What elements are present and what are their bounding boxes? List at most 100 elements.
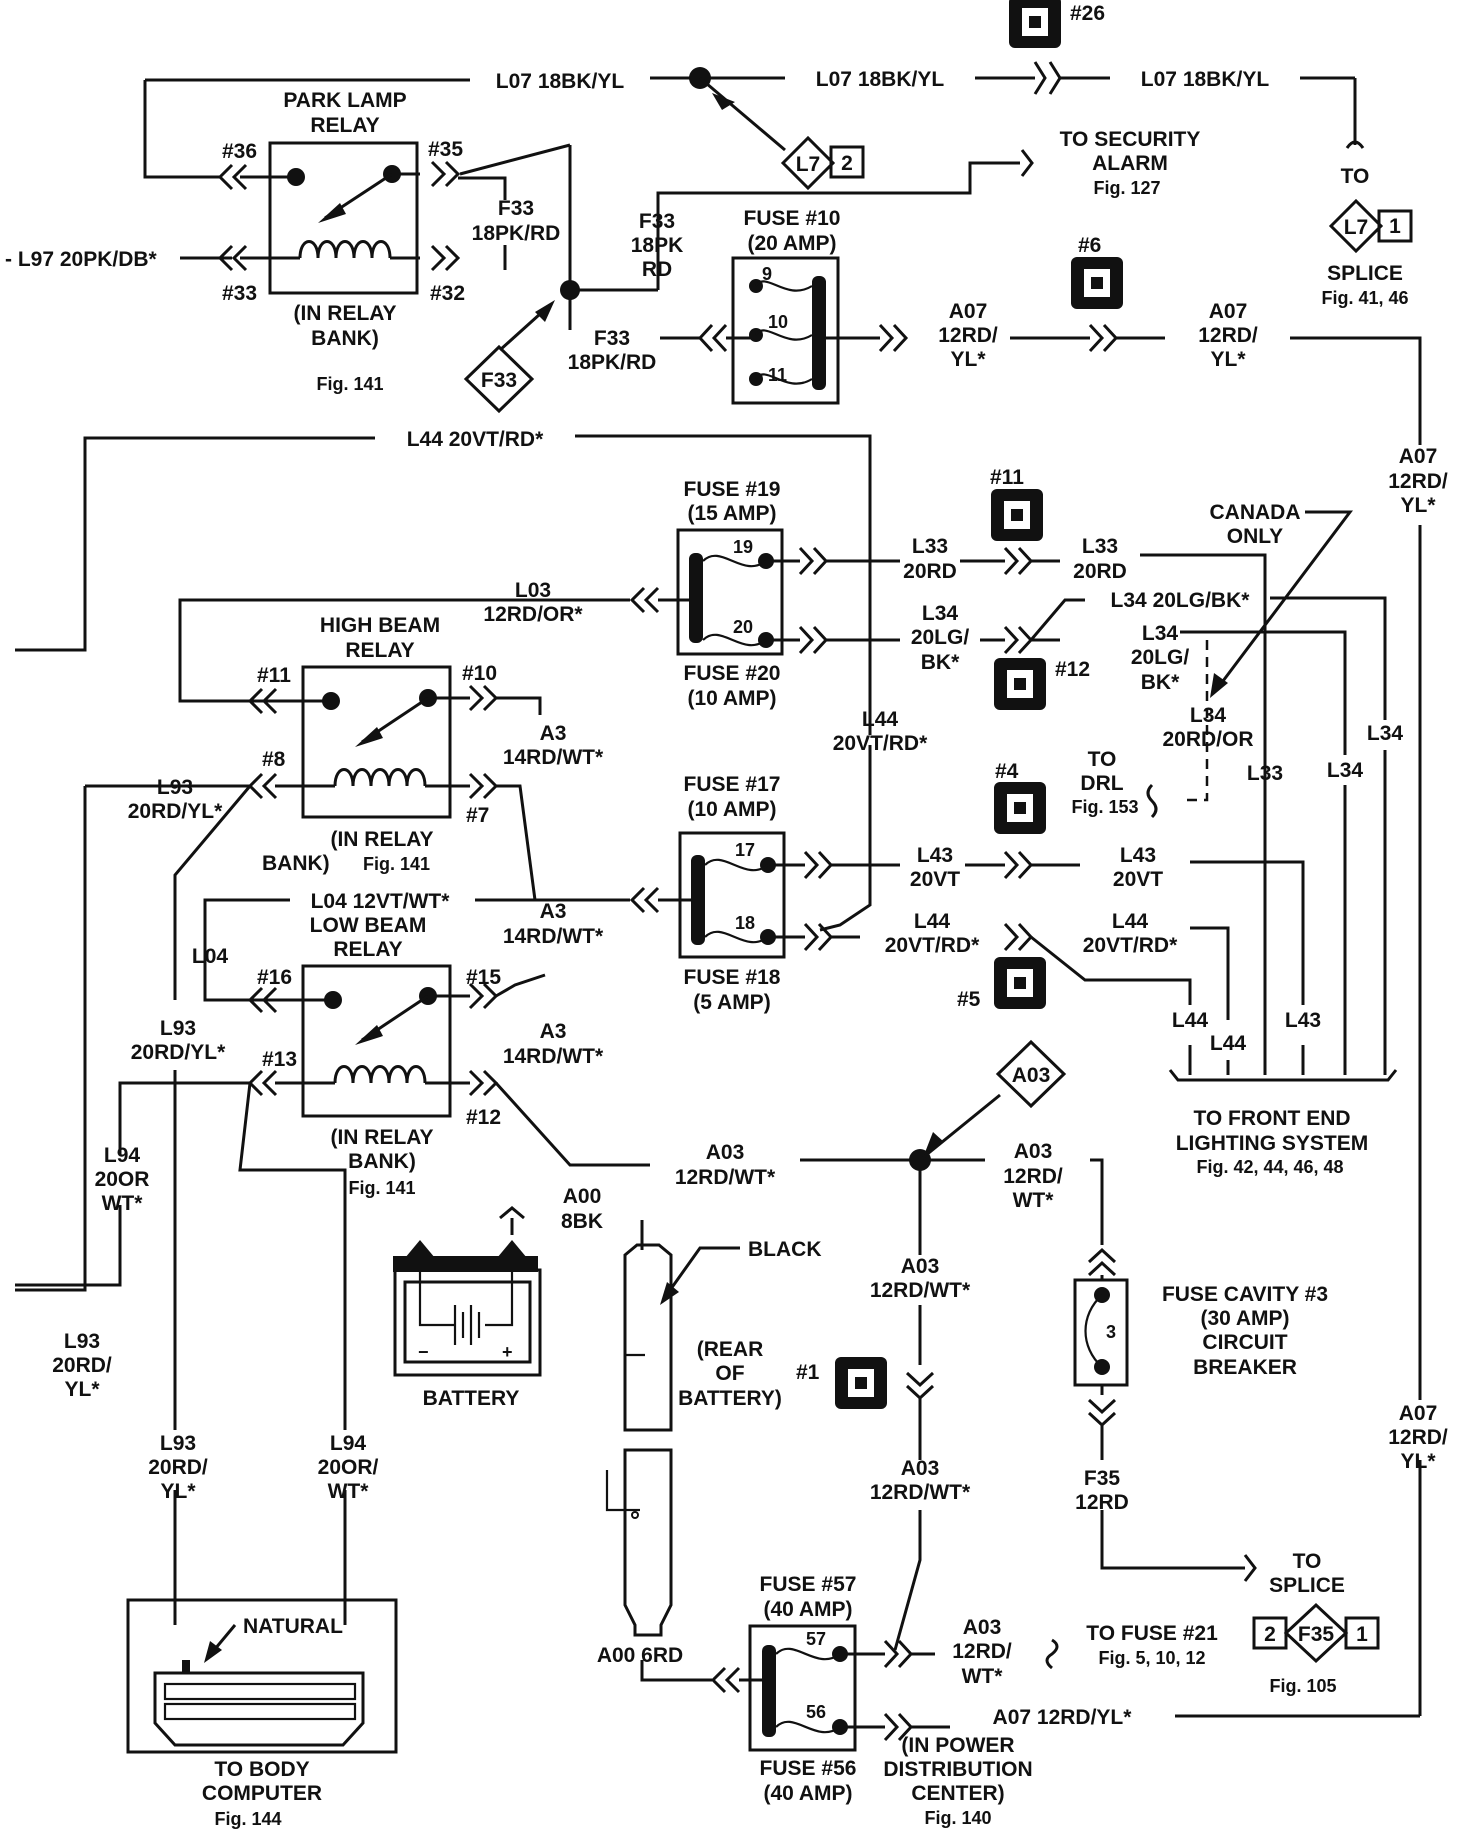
svg-text:Fig. 141: Fig. 141 <box>348 1178 415 1198</box>
svg-text:WT*: WT* <box>1013 1189 1055 1212</box>
svg-text:20LG/: 20LG/ <box>1131 646 1190 669</box>
svg-text:FUSE #17: FUSE #17 <box>684 773 781 796</box>
svg-text:20OR/: 20OR/ <box>318 1456 379 1479</box>
svg-text:CANADA: CANADA <box>1210 501 1301 524</box>
body-computer: NATURAL TO BODY COMPUTER Fig. 144 <box>126 1598 398 1829</box>
svg-text:A03: A03 <box>706 1141 745 1164</box>
svg-text:L33: L33 <box>1247 762 1283 785</box>
svg-text:19: 19 <box>733 537 753 557</box>
svg-text:F33: F33 <box>481 369 517 392</box>
connector-5: #5 <box>957 957 1046 1011</box>
svg-text:18PK/RD: 18PK/RD <box>472 222 561 245</box>
svg-text:(IN RELAY: (IN RELAY <box>293 302 396 325</box>
svg-text:#15: #15 <box>466 966 501 989</box>
svg-text:ALARM: ALARM <box>1092 152 1168 175</box>
svg-text:TO SECURITY: TO SECURITY <box>1060 128 1201 151</box>
svg-text:1: 1 <box>1356 1623 1368 1646</box>
svg-text:L03: L03 <box>515 579 551 602</box>
svg-text:YL*: YL* <box>1400 1450 1436 1473</box>
svg-text:LOW BEAM: LOW BEAM <box>310 914 427 937</box>
svg-text:L34: L34 <box>1327 759 1364 782</box>
svg-text:L44: L44 <box>1112 910 1149 933</box>
svg-text:A07: A07 <box>1399 445 1438 468</box>
fuse-19-20: FUSE #19 (15 AMP) FUSE #20 (10 AMP) 19 2… <box>676 478 784 710</box>
svg-text:Fig. 42, 44, 46, 48: Fig. 42, 44, 46, 48 <box>1196 1157 1343 1177</box>
svg-text:Fig. 105: Fig. 105 <box>1269 1676 1336 1696</box>
svg-text:NATURAL: NATURAL <box>243 1615 343 1638</box>
svg-text:A03: A03 <box>901 1457 940 1480</box>
svg-text:BREAKER: BREAKER <box>1193 1356 1297 1379</box>
splice-f35: 2 F35 1 <box>1252 1602 1380 1664</box>
splice-a03: A03 <box>995 1039 1067 1109</box>
connector-6: #6 <box>1071 234 1123 309</box>
svg-text:12RD/: 12RD/ <box>1198 324 1258 347</box>
svg-text:18PK/RD: 18PK/RD <box>568 351 657 374</box>
svg-text:#7: #7 <box>466 804 489 827</box>
svg-text:RD: RD <box>642 258 672 281</box>
svg-text:A00 6RD: A00 6RD <box>597 1644 683 1667</box>
connector-12: #12 <box>994 658 1090 710</box>
svg-text:Fig. 41, 46: Fig. 41, 46 <box>1321 288 1408 308</box>
svg-text:L44 20VT/RD*: L44 20VT/RD* <box>407 428 544 451</box>
svg-text:CENTER): CENTER) <box>911 1782 1004 1805</box>
svg-text:12RD/: 12RD/ <box>1388 1426 1448 1449</box>
svg-text:20VT/RD*: 20VT/RD* <box>833 732 928 755</box>
destination-labels: TO SECURITY ALARM Fig. 127 TO SPLICE Fig… <box>883 128 1408 1828</box>
svg-text:HIGH BEAM: HIGH BEAM <box>320 614 440 637</box>
svg-text:14RD/WT*: 14RD/WT* <box>503 746 604 769</box>
svg-text:L7: L7 <box>796 153 821 176</box>
svg-text:20RD: 20RD <box>1073 560 1127 583</box>
svg-text:YL*: YL* <box>160 1480 196 1503</box>
svg-text:F33: F33 <box>639 210 675 233</box>
svg-text:Fig. 140: Fig. 140 <box>924 1808 991 1828</box>
svg-text:L43: L43 <box>1120 844 1156 867</box>
svg-text:#11: #11 <box>990 466 1024 489</box>
svg-text:BANK): BANK) <box>262 852 330 875</box>
wire-network <box>15 61 1422 1742</box>
svg-text:12RD/OR*: 12RD/OR* <box>483 603 583 626</box>
svg-text:(REAR: (REAR <box>697 1338 764 1361</box>
svg-text:A07 12RD/YL*: A07 12RD/YL* <box>993 1706 1133 1729</box>
battery-minus: − <box>418 1342 429 1362</box>
svg-text:FUSE #56: FUSE #56 <box>760 1757 857 1780</box>
svg-text:A3: A3 <box>540 900 567 923</box>
wire-labels: L07 18BK/YL L07 18BK/YL L07 18BK/YL - L9… <box>5 68 1448 1729</box>
svg-text:20RD/: 20RD/ <box>52 1354 112 1377</box>
svg-text:#12: #12 <box>1055 658 1090 681</box>
svg-text:L7: L7 <box>1344 216 1369 239</box>
svg-text:RELAY: RELAY <box>333 938 402 961</box>
connector-1: #1 <box>796 1357 887 1409</box>
svg-text:#5: #5 <box>957 988 981 1011</box>
svg-text:F33: F33 <box>498 197 534 220</box>
svg-text:CIRCUIT: CIRCUIT <box>1202 1331 1287 1354</box>
svg-text:18: 18 <box>735 913 755 933</box>
svg-text:Fig. 127: Fig. 127 <box>1093 178 1160 198</box>
svg-text:L44: L44 <box>914 910 951 933</box>
svg-text:L04 12VT/WT*: L04 12VT/WT* <box>311 890 451 913</box>
svg-text:12RD/: 12RD/ <box>952 1640 1012 1663</box>
svg-text:(5 AMP): (5 AMP) <box>693 991 770 1014</box>
svg-text:BANK): BANK) <box>311 327 379 350</box>
svg-text:FUSE #19: FUSE #19 <box>684 478 781 501</box>
svg-text:L94: L94 <box>104 1144 141 1167</box>
svg-text:F35: F35 <box>1084 1467 1121 1490</box>
svg-text:#33: #33 <box>222 282 257 305</box>
svg-text:BK*: BK* <box>1141 671 1180 694</box>
svg-text:(30 AMP): (30 AMP) <box>1200 1307 1289 1330</box>
fuse-10: FUSE #10 (20 AMP) 9 10 11 <box>731 207 840 405</box>
svg-text:F33: F33 <box>594 327 630 350</box>
svg-text:L34: L34 <box>1367 722 1404 745</box>
svg-text:Fig. 141: Fig. 141 <box>363 854 430 874</box>
high-beam-relay: HIGH BEAM RELAY (IN RELAY BANK) Fig. 141… <box>257 614 497 875</box>
svg-text:20VT/RD*: 20VT/RD* <box>1083 934 1178 957</box>
svg-text:20: 20 <box>733 617 753 637</box>
svg-text:#6: #6 <box>1078 234 1101 257</box>
svg-text:#13: #13 <box>262 1048 297 1071</box>
svg-text:#8: #8 <box>262 748 286 771</box>
svg-text:#35: #35 <box>428 138 463 161</box>
battery-cable-terminal: BLACK (REAR OF BATTERY) <box>605 1238 822 1637</box>
svg-text:12RD/: 12RD/ <box>938 324 998 347</box>
svg-text:TO: TO <box>1088 748 1117 771</box>
svg-text:20VT: 20VT <box>910 868 960 891</box>
